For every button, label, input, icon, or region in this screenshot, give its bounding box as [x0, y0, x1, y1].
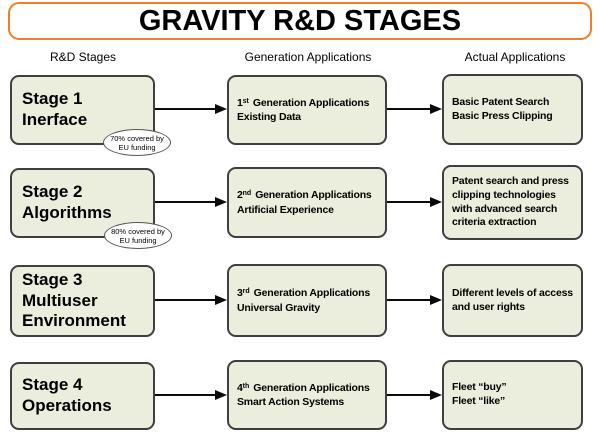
actual-1-box: Basic Patent Search Basic Press Clipping — [442, 74, 583, 145]
actual-4-box: Fleet “buy” Fleet “like” — [442, 360, 583, 430]
generation-1-number: 1 — [237, 96, 243, 109]
stage-1-label: Stage 1 Inerface — [22, 89, 88, 129]
arrow-stage2-to-generation2 — [155, 197, 227, 207]
generation-3-ordinal-suffix: rd — [242, 288, 250, 296]
actual-2-box: Patent search and press clipping technol… — [442, 165, 583, 240]
generation-4-title: Generation Applications — [253, 381, 370, 394]
generation-4-subtitle: Smart Action Systems — [237, 396, 345, 408]
title-box: GRAVITY R&D STAGES — [8, 2, 592, 40]
stage-4-box: Stage 4 Operations — [10, 362, 155, 430]
generation-1-subtitle: Existing Data — [237, 111, 301, 123]
generation-3-subtitle: Universal Gravity — [237, 301, 320, 314]
actual-1-text: Basic Patent Search Basic Press Clipping — [452, 95, 553, 122]
stage-1-funding-bubble: 70% covered by EU funding — [103, 129, 171, 156]
stage-1-funding-text: 70% covered by EU funding — [110, 133, 164, 152]
column-header-actual-applications: Actual Applications — [464, 50, 566, 64]
arrow-stage1-to-generation1 — [155, 104, 227, 114]
arrow-generation2-to-actual2 — [387, 197, 442, 207]
generation-3-title: Generation Applications — [253, 287, 371, 300]
page-title: GRAVITY R&D STAGES — [138, 4, 462, 37]
generation-3-number: 3 — [237, 287, 243, 300]
stage-1-box: Stage 1 Inerface — [10, 75, 155, 145]
actual-2-text: Patent search and press clipping technol… — [452, 175, 569, 229]
stage-2-label: Stage 2 Algorithms — [22, 182, 112, 222]
generation-2-number: 2 — [237, 189, 243, 202]
generation-1-ordinal-suffix: st — [242, 97, 249, 105]
arrow-stage4-to-generation4 — [155, 390, 227, 400]
generation-2-subtitle: Artificial Experience — [237, 203, 334, 216]
generation-2-title: Generation Applications — [255, 189, 372, 202]
generation-1-title: Generation Applications — [252, 96, 370, 109]
column-header-generation-applications: Generation Applications — [244, 50, 372, 64]
stage-3-box: Stage 3 Multiuser Environment — [10, 265, 155, 337]
stage-2-funding-text: 80% covered by EU funding — [111, 226, 165, 245]
arrow-stage3-to-generation3 — [155, 295, 227, 305]
stage-3-label: Stage 3 Multiuser Environment — [22, 269, 126, 331]
generation-4-number: 4 — [237, 381, 243, 394]
column-header-rd-stages: R&D Stages — [49, 50, 117, 64]
stage-2-box: Stage 2 Algorithms — [10, 168, 155, 238]
generation-4-ordinal-suffix: th — [242, 382, 250, 390]
generation-2-ordinal-suffix: nd — [242, 190, 252, 198]
stage-2-funding-bubble: 80% covered by EU funding — [104, 222, 172, 249]
arrow-generation4-to-actual4 — [387, 390, 442, 400]
actual-3-text: Different levels of access and user righ… — [452, 286, 573, 313]
stage-4-label: Stage 4 Operations — [22, 375, 112, 415]
actual-3-box: Different levels of access and user righ… — [442, 264, 583, 337]
actual-4-text: Fleet “buy” Fleet “like” — [452, 381, 507, 407]
arrow-generation1-to-actual1 — [387, 104, 442, 114]
arrow-generation3-to-actual3 — [387, 295, 442, 305]
